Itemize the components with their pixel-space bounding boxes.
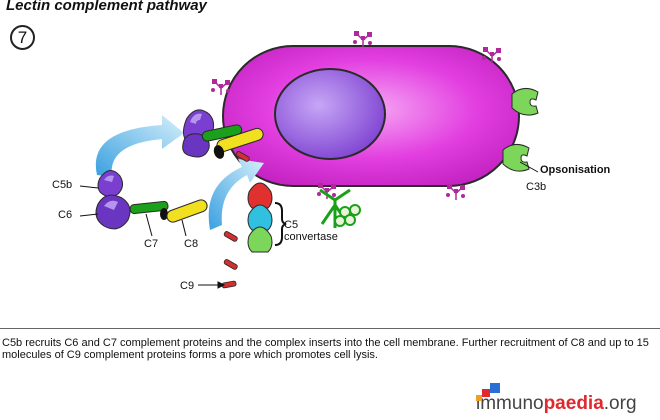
mbl-lectin [319,188,361,228]
label-c9: C9 [180,280,195,292]
free-components [95,170,238,289]
recruitment-arrows [95,115,264,230]
leader-lines [79,161,539,289]
membrane-complex [182,109,264,162]
c3b-opsonins [502,88,539,172]
cell-nucleus [274,68,386,160]
logo-cubes-icon [476,383,500,401]
label-c7: C7 [144,238,159,250]
label-c8: C8 [184,238,199,250]
label-c5-convertase: C5 convertase [284,219,338,243]
label-c6: C6 [58,209,73,221]
caption-text: C5b recruits C6 and C7 complement protei… [2,337,649,361]
diagram-title: Lectin complement pathway [6,0,207,14]
caption-divider [0,328,660,329]
c5-convertase-stack [247,182,287,253]
logo-part-org: .org [603,393,637,414]
logo-part-paedia: paedia [543,393,604,414]
step-number-badge: 7 [10,25,35,50]
label-c5b: C5b [52,179,73,191]
lectin-pathway-diagram [79,30,539,289]
logo-part-immuno: immuno [476,393,544,414]
immunopaedia-logo: immunopaedia.org [476,383,637,415]
label-c3b: C3b [526,181,547,193]
label-opsonisation: Opsonisation [540,164,611,176]
